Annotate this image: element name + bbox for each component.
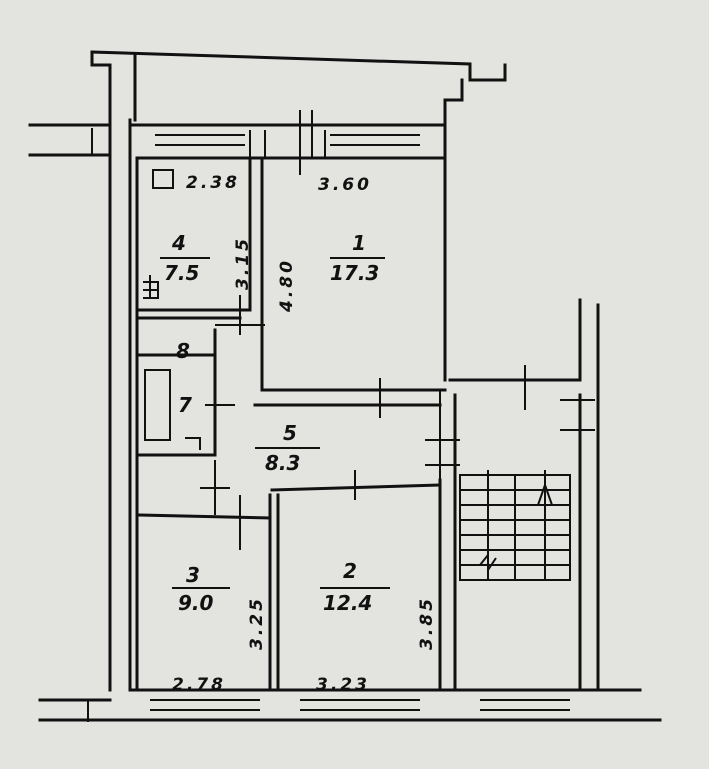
room-3-number: 3 <box>186 563 200 587</box>
dim-room3-length: 3.25 <box>247 596 267 650</box>
window-bottom <box>150 699 570 711</box>
room-5-number: 5 <box>283 421 297 445</box>
dim-room4-width: 2.38 <box>186 173 240 193</box>
room-7-number: 7 <box>178 393 192 417</box>
room-3-area: 9.0 <box>178 591 214 615</box>
room-4-area: 7.5 <box>164 261 199 285</box>
bathtub-icon <box>144 369 171 441</box>
room-labels: 4 7.5 1 17.3 8 7 5 8.3 3 9.0 2 12.4 <box>160 231 390 615</box>
stairs <box>459 470 571 581</box>
stair-arrow-down-icon <box>479 554 497 571</box>
room-1-number: 1 <box>352 231 366 255</box>
dim-room2-length: 3.85 <box>417 596 437 650</box>
dim-room4-length: 3.15 <box>233 236 253 290</box>
room-2-area: 12.4 <box>323 591 372 615</box>
window-top <box>155 110 420 175</box>
room-2-number: 2 <box>343 559 357 583</box>
dim-room1-length: 4.80 <box>277 258 297 313</box>
room-1-area: 17.3 <box>330 261 379 285</box>
room-8-number: 8 <box>176 339 190 363</box>
room-5-area: 8.3 <box>265 451 300 475</box>
sink-icon <box>152 169 174 189</box>
walls <box>28 50 662 722</box>
dimensions: 2.38 3.60 3.15 4.80 2.78 3.23 3.25 3.85 <box>172 173 437 695</box>
dim-room3-width: 2.78 <box>172 675 226 695</box>
dim-room1-width: 3.60 <box>318 175 372 195</box>
dim-room2-width: 3.23 <box>316 675 370 695</box>
room-4-number: 4 <box>171 231 186 255</box>
stair-arrow-up-icon <box>537 484 553 506</box>
